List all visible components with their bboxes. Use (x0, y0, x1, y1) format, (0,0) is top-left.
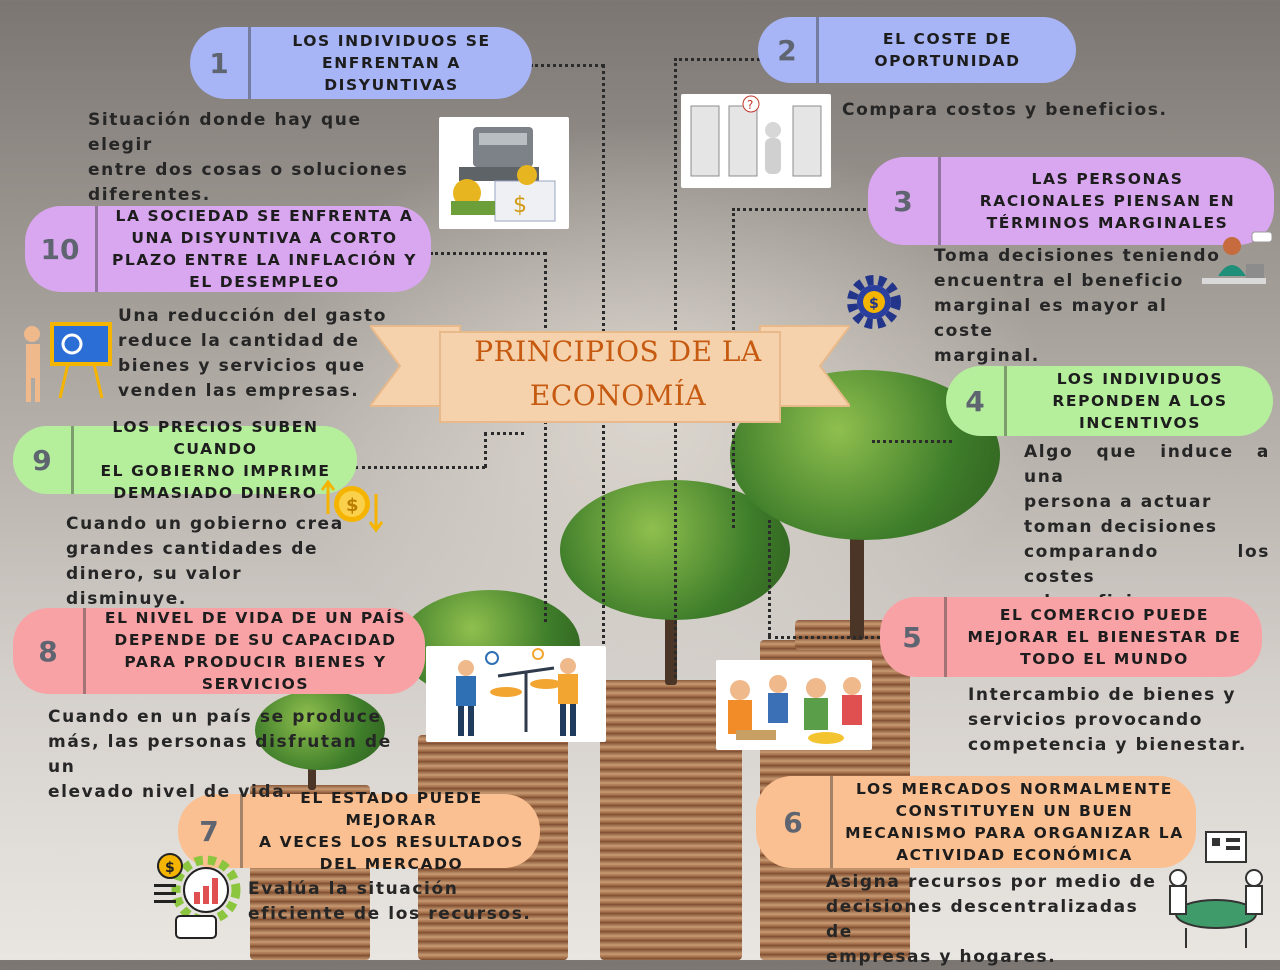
balance-scale-icon (426, 646, 606, 742)
principle-5-description: Intercambio de bienes y servicios provoc… (968, 685, 1247, 755)
connector-line-9 (355, 466, 485, 469)
connector-line-9 (484, 432, 524, 435)
principle-8-pill: 8 EL NIVEL DE VIDA DE UN PAÍS DEPENDE DE… (13, 608, 425, 694)
principle-6-description: Asigna recursos por medio de decisiones … (826, 872, 1157, 967)
pill-divider (71, 426, 74, 494)
principle-8-title: EL NIVEL DE VIDA DE UN PAÍS DEPENDE DE S… (104, 609, 407, 693)
gear-chart-icon: $ (150, 848, 246, 942)
principle-5-pill: 5 EL COMERCIO PUEDE MEJORAR EL BIENESTAR… (880, 597, 1262, 677)
principle-2-description: Compara costos y beneficios. (842, 100, 1168, 120)
principle-2-number: 2 (777, 33, 797, 67)
principle-9-pill: 9 LOS PRECIOS SUBEN CUANDO EL GOBIERNO I… (13, 418, 357, 502)
principle-7-pill: 7 EL ESTADO PUEDE MEJORAR A VECES LOS RE… (178, 789, 540, 873)
woman-laptop-icon (1196, 230, 1274, 300)
pill-divider (248, 27, 251, 99)
meeting-table-icon (1156, 828, 1274, 952)
principle-6-title: LOS MERCADOS NORMALMENTE CONSTITUYEN UN … (845, 780, 1184, 864)
dollar-arrows-icon: $ (318, 470, 388, 542)
gear-dollar-icon: $ (844, 272, 904, 332)
principle-10-description: Una reducción del gasto reduce la cantid… (118, 306, 387, 401)
principle-7-number: 7 (199, 814, 219, 848)
connector-line-4 (872, 440, 952, 443)
principle-7-title: EL ESTADO PUEDE MEJORAR A VECES LOS RESU… (259, 789, 524, 873)
pill-divider (1004, 366, 1007, 436)
principle-3-title: LAS PERSONAS RACIONALES PIENSAN EN TÉRMI… (979, 170, 1236, 232)
connector-line-1 (530, 64, 604, 67)
principle-2-pill: 2 EL COSTE DE OPORTUNIDAD (758, 17, 1076, 83)
pill-divider (816, 17, 819, 83)
pill-divider (938, 157, 941, 245)
svg-text:?: ? (747, 98, 753, 112)
coin-stack (795, 620, 885, 650)
principle-8-number: 8 (38, 634, 58, 668)
principle-1-number: 1 (209, 46, 229, 80)
principle-9-description: Cuando un gobierno crea grandes cantidad… (66, 514, 344, 609)
principle-5-title: EL COMERCIO PUEDE MEJORAR EL BIENESTAR D… (967, 606, 1242, 668)
principle-1-title: LOS INDIVIDUOS SE ENFRENTAN A DISYUNTIVA… (292, 32, 491, 94)
principle-6-number: 6 (783, 805, 803, 839)
pill-divider (830, 776, 833, 868)
connector-line-10 (544, 252, 547, 622)
pill-divider (83, 608, 86, 694)
principle-10-number: 10 (40, 232, 80, 266)
principle-9-title: LOS PRECIOS SUBEN CUANDO EL GOBIERNO IMP… (100, 418, 331, 502)
connector-line-10 (430, 252, 546, 255)
principle-10-pill: 10 LA SOCIEDAD SE ENFRENTA A UNA DISYUNT… (25, 206, 431, 292)
svg-text:$: $ (869, 296, 879, 312)
page-title: PRINCIPIOS DE LA ECONOMÍA (474, 335, 762, 412)
presentation-icon (14, 318, 126, 406)
principle-6-pill: 6 LOS MERCADOS NORMALMENTE CONSTITUYEN U… (756, 776, 1196, 868)
principle-4-title: LOS INDIVIDUOS REPONDEN A LOS INCENTIVOS (1052, 370, 1228, 432)
principle-4-number: 4 (965, 384, 985, 418)
connector-line-5 (768, 636, 880, 639)
svg-text:$: $ (165, 860, 175, 876)
principle-3-description: Toma decisiones teniendo encuentra el be… (934, 246, 1221, 366)
pill-divider (944, 597, 947, 677)
principle-4-description: Algo que induce a una persona a actuar t… (1024, 442, 1270, 612)
connector-line-9 (484, 432, 487, 468)
pill-divider (240, 794, 243, 868)
tree-canopy (255, 690, 385, 770)
doors-question-icon: ? (681, 94, 831, 188)
svg-text:$: $ (346, 495, 359, 516)
principle-10-title: LA SOCIEDAD SE ENFRENTA A UNA DISYUNTIVA… (111, 207, 418, 291)
connector-line-5 (768, 520, 771, 636)
principle-4-pill: 4 LOS INDIVIDUOS REPONDEN A LOS INCENTIV… (946, 366, 1273, 436)
principle-7-description: Evalúa la situación eficiente de los rec… (248, 879, 532, 924)
principle-1-pill: 1 LOS INDIVIDUOS SE ENFRENTAN A DISYUNTI… (190, 27, 532, 99)
principle-2-title: EL COSTE DE OPORTUNIDAD (874, 30, 1021, 70)
money-machine-icon: $ (439, 117, 569, 229)
title-banner (370, 325, 850, 423)
svg-text:$: $ (513, 193, 527, 218)
market-crowd-icon (716, 660, 872, 750)
connector-line-3 (732, 208, 872, 211)
principle-3-number: 3 (893, 184, 913, 218)
pill-divider (95, 206, 98, 292)
connector-line-2 (674, 58, 760, 61)
principle-9-number: 9 (32, 443, 52, 477)
principle-8-description: Cuando en un país se produce más, las pe… (48, 707, 392, 802)
principle-5-number: 5 (902, 620, 922, 654)
principle-3-pill: 3 LAS PERSONAS RACIONALES PIENSAN EN TÉR… (868, 157, 1274, 245)
principle-1-description: Situación donde hay que elegir entre dos… (88, 110, 409, 205)
